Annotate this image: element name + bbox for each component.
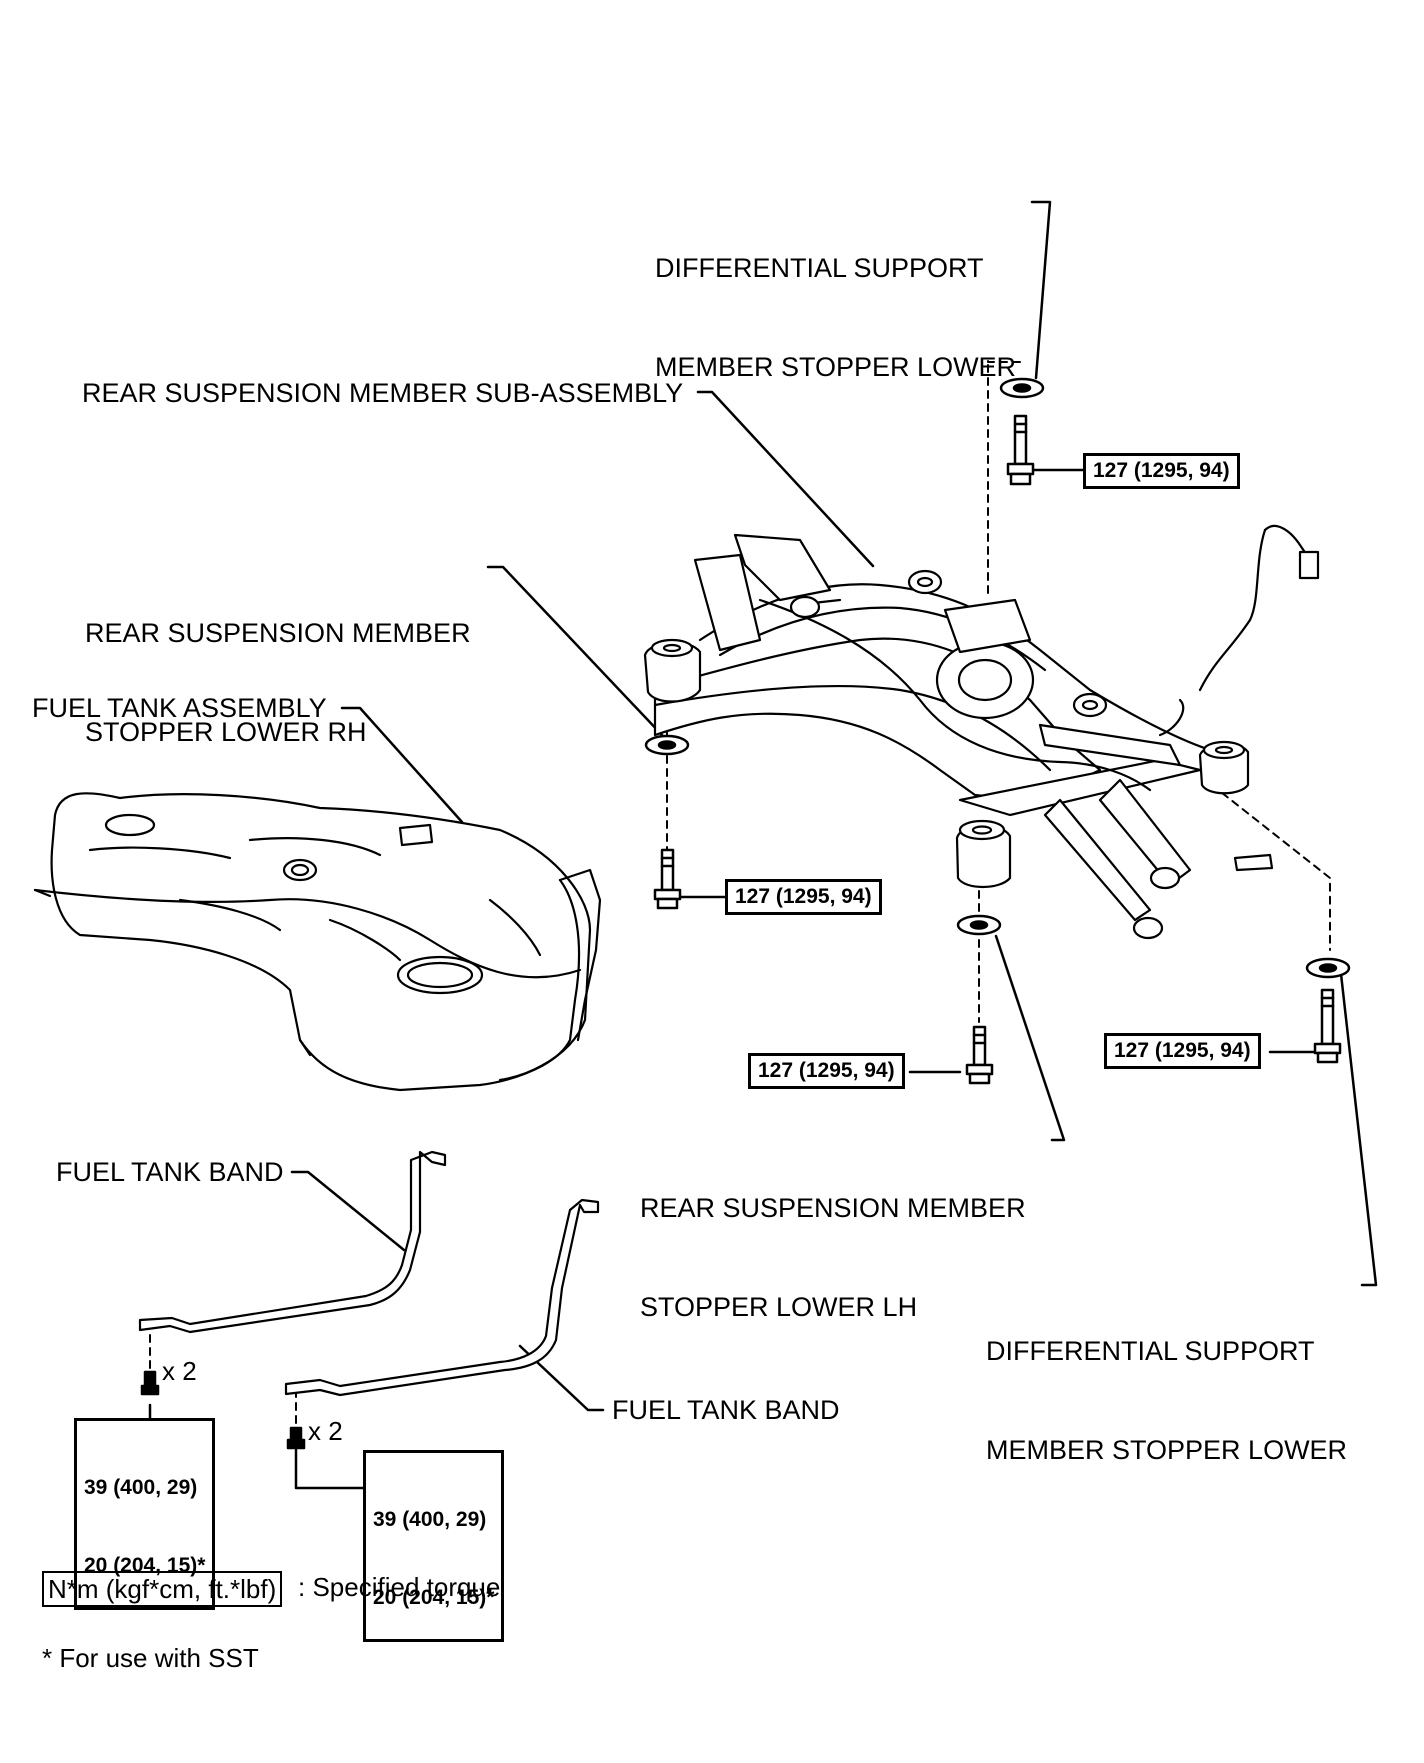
torque-band-right-line1: 39 (400, 29) (373, 1508, 487, 1531)
bolts (140, 414, 1342, 1450)
torque-band-right-line2: 20 (204, 15)* (373, 1586, 495, 1609)
label-rear-suspension-member-sub-assembly: REAR SUSPENSION MEMBER SUB-ASSEMBLY (82, 378, 684, 408)
rear-suspension-member-drawing (643, 524, 1320, 940)
quantity-band-right: x 2 (308, 1416, 343, 1446)
label-fuel-tank-band-left: FUEL TANK BAND (56, 1157, 284, 1187)
torque-box-rear-bolt: 127 (1295, 94) (1104, 1033, 1261, 1069)
label-diff-support-lower-line2: MEMBER STOPPER LOWER (986, 1435, 1348, 1465)
label-diff-support-upper-line2: MEMBER STOPPER LOWER (655, 352, 1017, 382)
label-stopper-lower-rh-line2: STOPPER LOWER RH (85, 717, 367, 747)
label-diff-support-upper-line1: DIFFERENTIAL SUPPORT (655, 253, 984, 283)
leader-lines (290, 200, 1378, 1412)
label-fuel-tank-band-right: FUEL TANK BAND (612, 1395, 840, 1425)
legend-unit-description: : Specified torque (298, 1572, 501, 1602)
label-stopper-lower-lh-line1: REAR SUSPENSION MEMBER (640, 1193, 1026, 1223)
label-stopper-lower-rh-line1: REAR SUSPENSION MEMBER (85, 618, 471, 648)
label-diff-support-lower: DIFFERENTIAL SUPPORT MEMBER STOPPER LOWE… (986, 1269, 1347, 1500)
legend-unit-box: N*m (kgf*cm, ft.*lbf) (42, 1571, 283, 1607)
torque-band-left-line1: 39 (400, 29) (84, 1476, 198, 1499)
label-stopper-lower-lh-line2: STOPPER LOWER LH (640, 1292, 918, 1322)
washers (644, 377, 1351, 979)
label-diff-support-lower-line1: DIFFERENTIAL SUPPORT (986, 1336, 1315, 1366)
torque-box-lh-bolt: 127 (1295, 94) (748, 1053, 905, 1089)
legend-sst-note: * For use with SST (42, 1643, 259, 1673)
label-stopper-lower-lh: REAR SUSPENSION MEMBER STOPPER LOWER LH (640, 1126, 1026, 1357)
torque-box-top-bolt: 127 (1295, 94) (1083, 453, 1240, 489)
label-fuel-tank-assembly: FUEL TANK ASSEMBLY (32, 693, 327, 723)
label-stopper-lower-rh: REAR SUSPENSION MEMBER STOPPER LOWER RH (85, 551, 471, 782)
fuel-tank-bands (138, 1150, 600, 1397)
fuel-tank-drawing (33, 792, 602, 1092)
torque-box-band-left: 39 (400, 29) 20 (204, 15)* (74, 1418, 216, 1610)
torque-connectors (148, 468, 1322, 1490)
torque-box-rh-bolt: 127 (1295, 94) (725, 879, 882, 915)
quantity-band-left: x 2 (162, 1356, 197, 1386)
label-diff-support-upper: DIFFERENTIAL SUPPORT MEMBER STOPPER LOWE… (655, 186, 1016, 417)
torque-box-band-right: 39 (400, 29) 20 (204, 15)* (363, 1450, 505, 1642)
